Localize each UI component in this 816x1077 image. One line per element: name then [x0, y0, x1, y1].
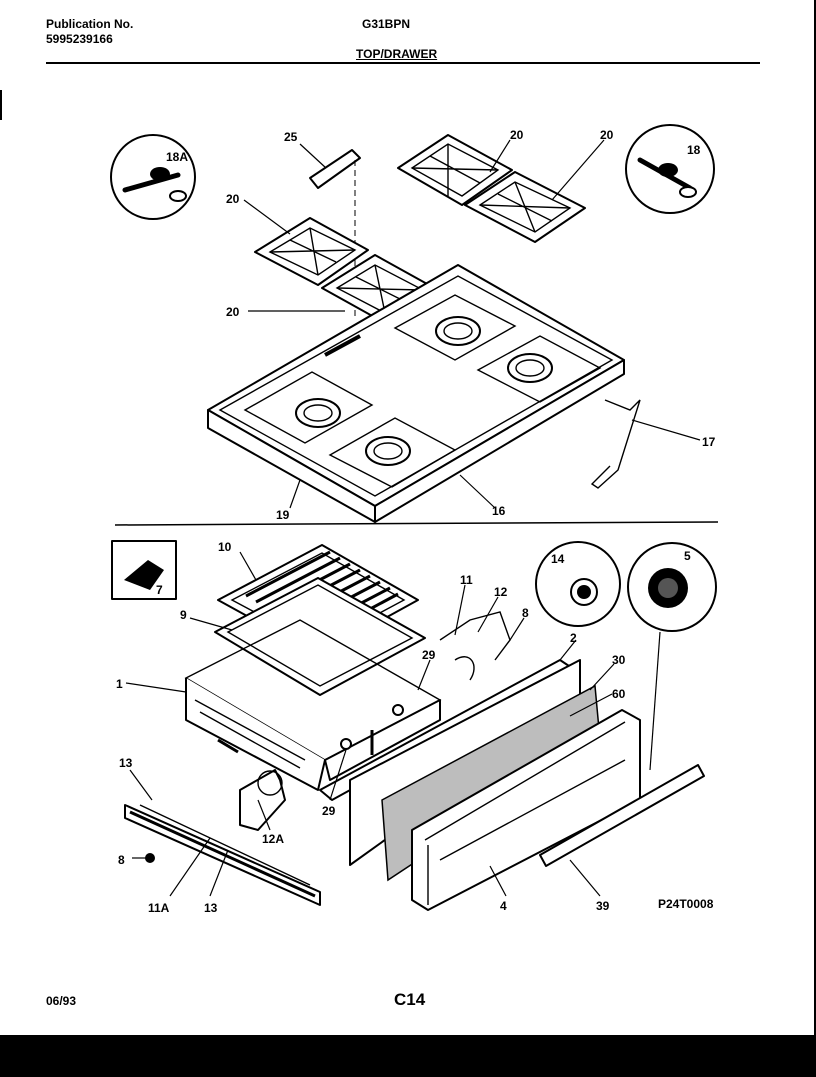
- label-11: 11: [460, 573, 473, 587]
- header-rule: [46, 62, 760, 64]
- label-20: 20: [226, 305, 240, 319]
- footer-date: 06/93: [46, 994, 77, 1008]
- part-1-drawer-body: [184, 619, 442, 791]
- part-9-broiler-pan: [214, 577, 426, 696]
- label-7: 7: [156, 583, 163, 597]
- label-20: 20: [600, 128, 614, 142]
- grate-back-left: [397, 134, 513, 206]
- label-60: 60: [612, 687, 626, 701]
- label-4: 4: [500, 899, 507, 913]
- scan-edge-left: [0, 90, 2, 120]
- label-20: 20: [226, 192, 240, 206]
- label-8: 8: [118, 853, 125, 867]
- grate-back-right: [464, 171, 586, 243]
- publication-label: Publication No.: [46, 17, 134, 31]
- label-13: 13: [119, 756, 133, 770]
- detail-18-circle: [625, 124, 715, 214]
- label-30: 30: [612, 653, 626, 667]
- label-20: 20: [510, 128, 524, 142]
- detail-14-circle: [535, 541, 621, 627]
- grate-front-left: [254, 217, 369, 286]
- label-17: 17: [702, 435, 716, 449]
- figure-id: P24T0008: [658, 897, 714, 911]
- label-10: 10: [218, 540, 232, 554]
- label-19: 19: [276, 508, 290, 522]
- label-29: 29: [322, 804, 336, 818]
- label-18a: 18A: [166, 150, 188, 164]
- top-leader-lines: [243, 139, 701, 509]
- part-12-clip: [439, 611, 511, 681]
- label-16: 16: [492, 504, 506, 518]
- label-11a: 11A: [148, 901, 170, 915]
- scan-bottom-bar: [0, 1035, 816, 1077]
- part-12a-bracket: [239, 769, 286, 831]
- label-14: 14: [551, 552, 565, 566]
- scan-edge-right: [814, 0, 816, 1035]
- label-12a: 12A: [262, 832, 284, 846]
- label-39: 39: [596, 899, 610, 913]
- part-39-handle: [539, 764, 705, 867]
- section-divider: [114, 521, 719, 526]
- label-18: 18: [687, 143, 701, 157]
- label-9: 9: [180, 608, 187, 622]
- label-29: 29: [422, 648, 436, 662]
- part-16-cooktop: [207, 264, 625, 523]
- detail-5-circle: [627, 542, 717, 632]
- model-number: G31BPN: [362, 17, 411, 31]
- label-8: 8: [522, 606, 529, 620]
- part-13-slide-rail: [124, 804, 321, 906]
- section-title: TOP/DRAWER: [356, 47, 438, 61]
- detail-7-box: [111, 540, 177, 600]
- reference-labels: 25 20 20 20 20 18A 18 17 19 16 10 9 7 1 …: [116, 128, 716, 915]
- part-17-bracket: [590, 399, 641, 489]
- fasteners: [145, 704, 404, 863]
- detail-18a-circle: [110, 134, 196, 220]
- publication-number: 5995239166: [46, 32, 113, 46]
- label-12: 12: [494, 585, 508, 599]
- label-25: 25: [284, 130, 298, 144]
- label-1: 1: [116, 677, 123, 691]
- label-2: 2: [570, 631, 577, 645]
- label-13: 13: [204, 901, 218, 915]
- label-5: 5: [684, 549, 691, 563]
- footer-page-code: C14: [394, 990, 426, 1009]
- exploded-parts-diagram: 25 20 20 20 20 18A 18 17 19 16 10 9 7 1 …: [110, 124, 719, 915]
- bottom-leader-lines: [125, 551, 661, 897]
